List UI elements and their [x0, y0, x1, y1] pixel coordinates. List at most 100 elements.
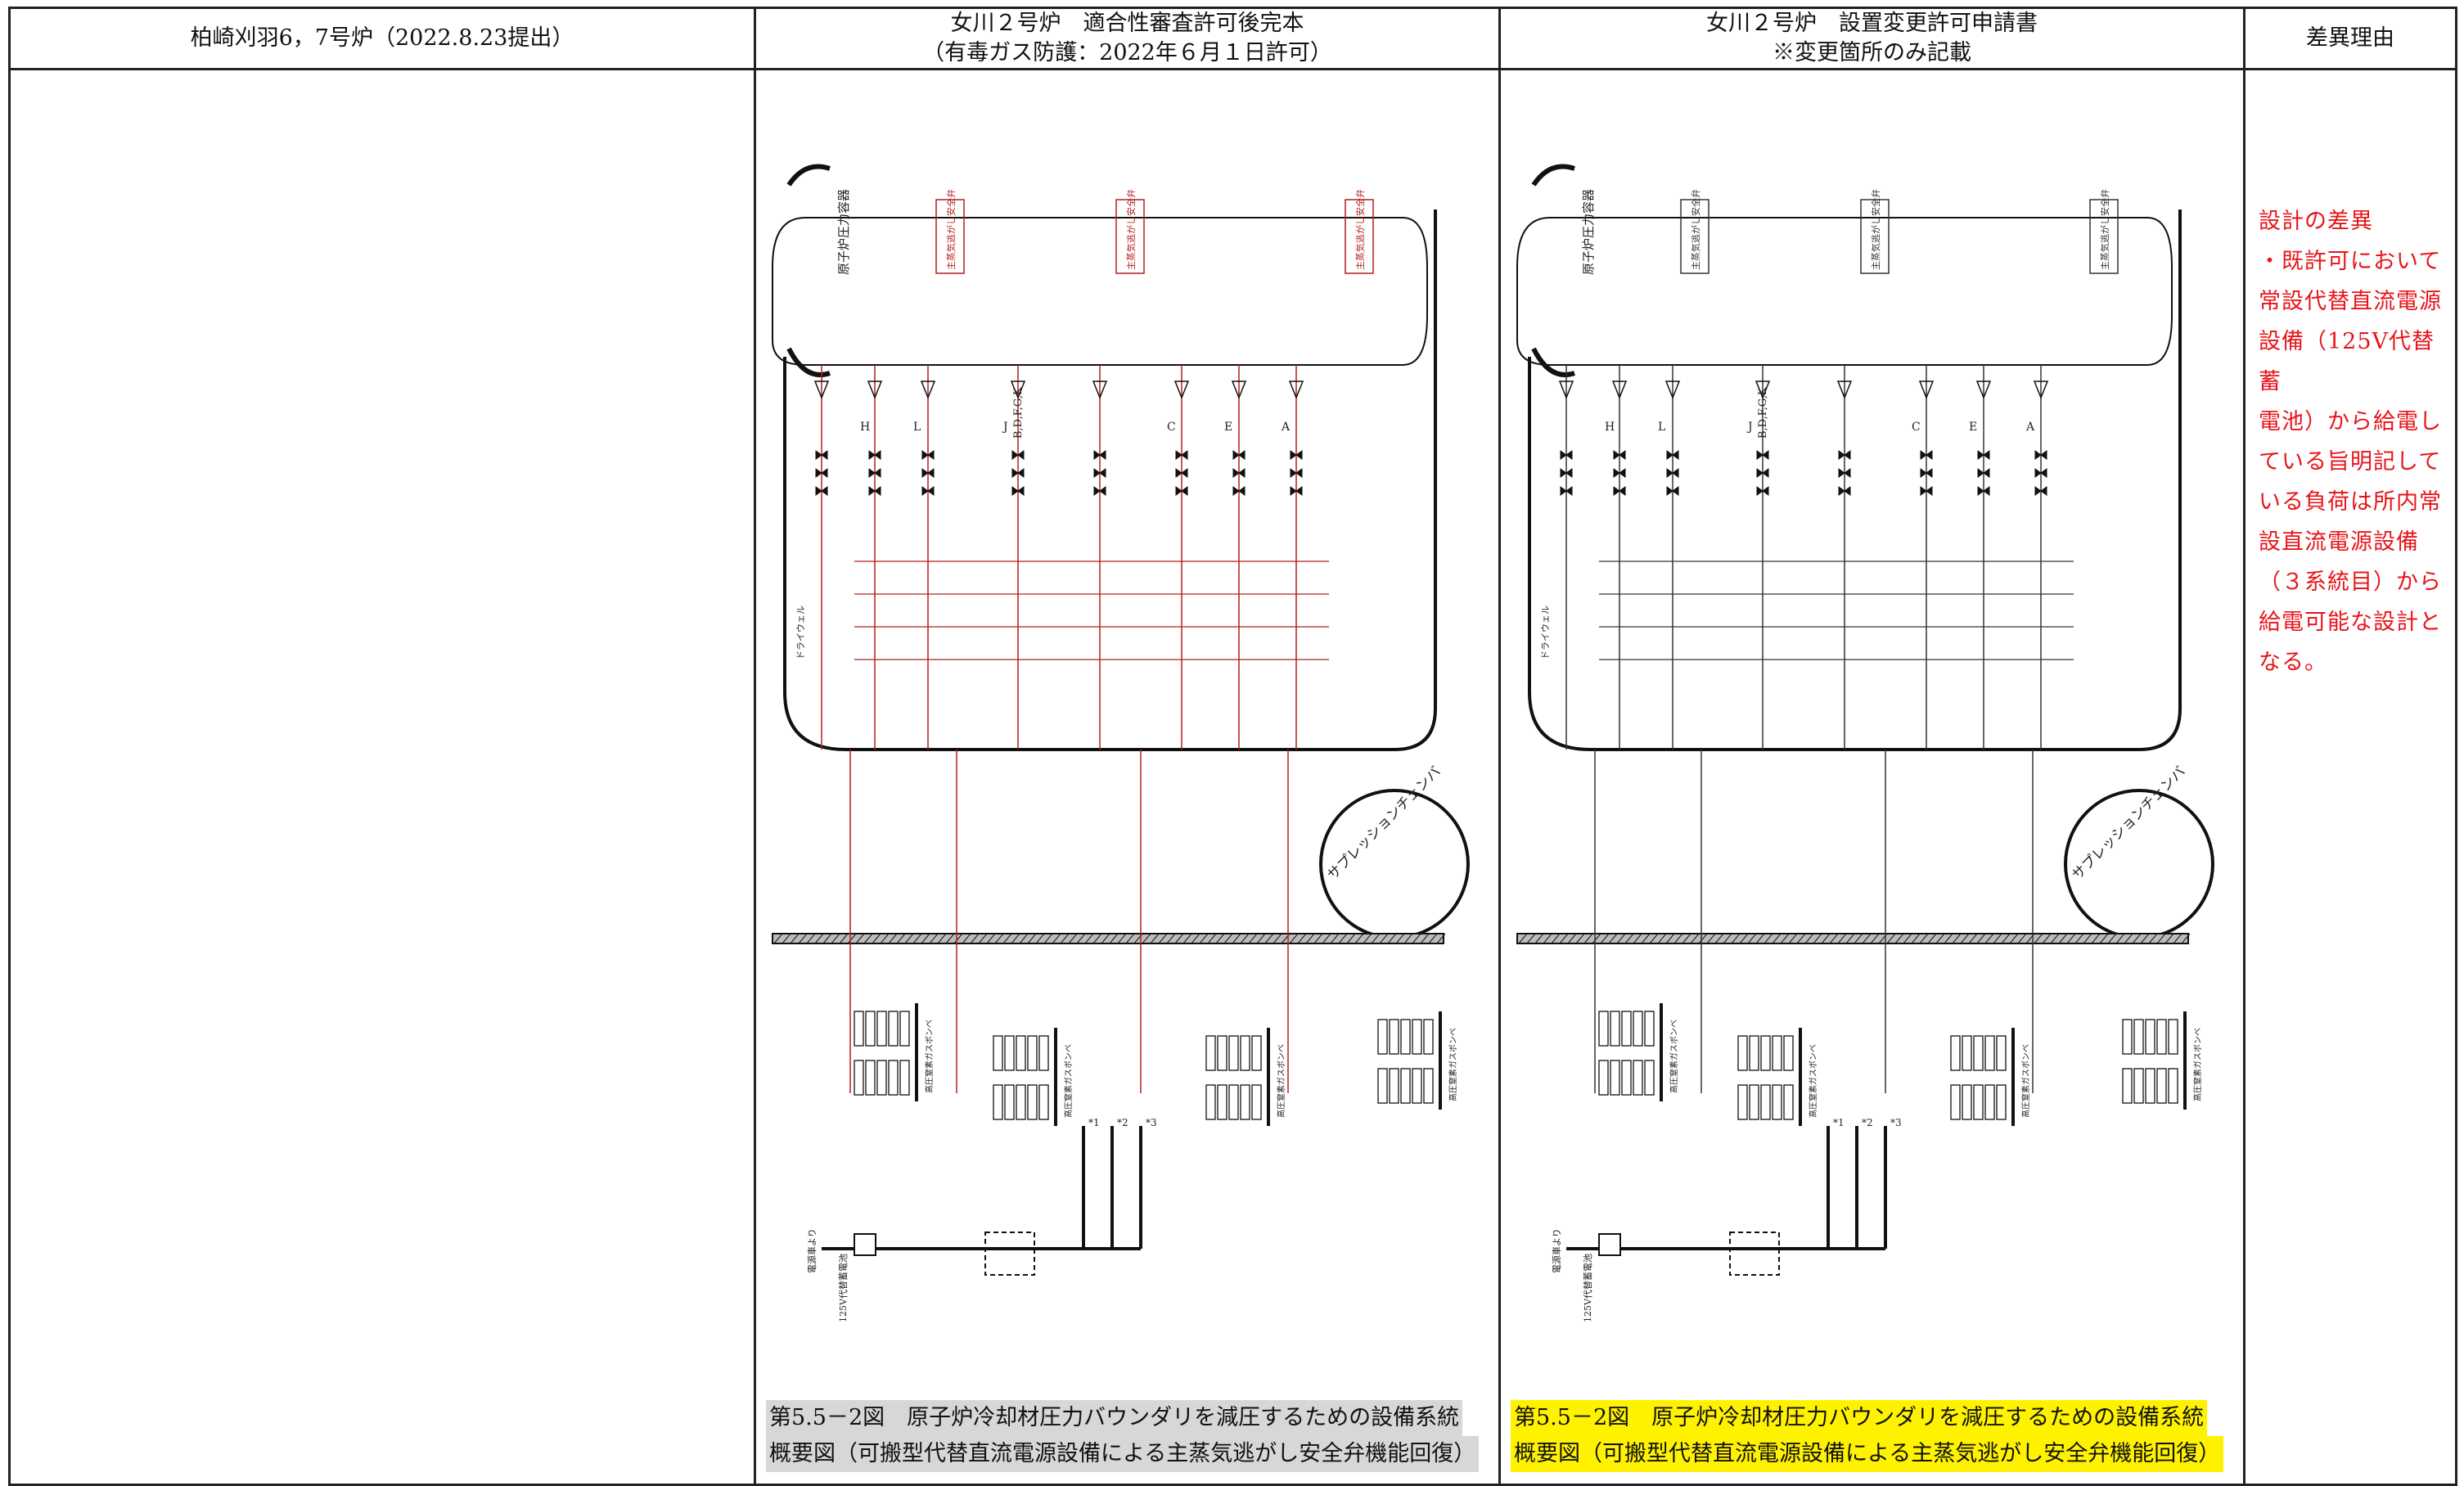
floor-hatch	[1854, 933, 1863, 944]
gas-bottle-2	[1996, 1035, 2007, 1071]
floor-hatch	[1960, 933, 1970, 944]
solenoid-valve-2-2	[921, 486, 935, 496]
srv-label-0: 主蒸気逃がし安全弁	[1690, 189, 1701, 270]
srv-symbol-2	[920, 381, 936, 400]
gas-bottle-0	[1621, 1011, 1632, 1047]
gas-bottle-3	[1400, 1019, 1411, 1055]
floor-hatch	[1166, 933, 1176, 944]
floor-hatch	[1182, 933, 1192, 944]
solenoid-valve-3-0	[1756, 450, 1769, 460]
train-letter-J: J	[1746, 421, 1753, 434]
train-letter-H: H	[860, 421, 870, 434]
vessel-flange	[1531, 164, 1575, 377]
floor-hatch	[945, 933, 955, 944]
gas-bottle-3	[2168, 1068, 2178, 1104]
floor-hatch	[1240, 933, 1250, 944]
gas-bottle-label-1: 高圧窒素ガスボンベ	[1808, 1044, 1818, 1118]
floor-hatch	[937, 933, 947, 944]
floor-hatch	[1158, 933, 1168, 944]
floor-hatch	[2181, 933, 2191, 944]
floor-hatch	[790, 933, 800, 944]
floor-hatch	[1714, 933, 1724, 944]
gas-bottle-3	[2156, 1019, 2167, 1055]
srv-box-1	[1115, 199, 1145, 274]
floor-hatch	[1764, 933, 1773, 944]
header-onagawa-approved-subtitle: （有毒ガス防護：2022年６月１日許可）	[922, 40, 1332, 65]
gas-bottle-label-2: 高圧窒素ガスボンベ	[1276, 1044, 1286, 1118]
floor-hatch	[1338, 933, 1348, 944]
solenoid-valve-3-2	[1011, 486, 1025, 496]
floor-hatch	[1420, 933, 1430, 944]
header-reason-title: 差異理由	[2306, 25, 2394, 51]
caption-application-line2: 概要図（可搬型代替直流電源設備による主蒸気逃がし安全弁機能回復）	[1511, 1436, 2224, 1472]
solenoid-valve-4-2	[1093, 486, 1106, 496]
srv-label-2: 主蒸気逃がし安全弁	[1354, 189, 1366, 270]
vessel-flange	[786, 164, 831, 377]
gas-bottle-3	[1389, 1068, 1399, 1104]
floor-hatch	[1027, 933, 1037, 944]
floor-hatch	[1101, 933, 1110, 944]
gas-bottle-1	[1760, 1035, 1771, 1071]
floor-hatch	[970, 933, 980, 944]
gas-bottle-label-3: 高圧窒素ガスボンベ	[2192, 1028, 2203, 1101]
srv-symbol-6	[1975, 381, 1992, 400]
train-letter-A: A	[2025, 421, 2035, 434]
battery-box	[1598, 1233, 1621, 1256]
floor-hatch	[986, 933, 996, 944]
gas-bottle-label-0: 高圧窒素ガスボンベ	[1669, 1020, 1679, 1093]
floor-hatch	[1256, 933, 1266, 944]
srv-label-0: 主蒸気逃がし安全弁	[945, 189, 957, 270]
floor-hatch	[831, 933, 840, 944]
train-letter-C: C	[1912, 421, 1921, 434]
solenoid-valve-3-1	[1011, 468, 1025, 478]
floor-hatch	[1862, 933, 1872, 944]
floor-hatch	[2115, 933, 2125, 944]
floor-hatch	[2017, 933, 2027, 944]
solenoid-valve-7-1	[1290, 468, 1303, 478]
floor-hatch	[1142, 933, 1151, 944]
floor-hatch	[1117, 933, 1127, 944]
floor-hatch	[1665, 933, 1675, 944]
floor-hatch	[1354, 933, 1364, 944]
reactor-vessel	[1516, 217, 2173, 366]
gas-bottle-0	[888, 1011, 899, 1047]
solenoid-valve-1-0	[1613, 450, 1626, 460]
header-onagawa-approved-title: 女川２号炉 適合性審査許可後完本	[950, 11, 1304, 36]
floor-hatch	[1052, 933, 1061, 944]
floor-hatch	[1379, 933, 1389, 944]
floor-hatch	[1829, 933, 1839, 944]
gas-bottle-2	[1240, 1084, 1250, 1120]
floor-hatch	[1731, 933, 1741, 944]
gas-bottle-0	[899, 1011, 910, 1047]
floor-hatch	[2148, 933, 2158, 944]
reason-text: 設計の差異 ・既許可において 常設代替直流電源 設備（125V代替蓄 電池）から…	[2259, 209, 2442, 675]
gas-bottle-3	[1412, 1019, 1422, 1055]
gas-bottle-0	[1598, 1011, 1609, 1047]
floor-hatch	[1248, 933, 1258, 944]
gas-bottle-1	[1783, 1035, 1794, 1071]
solenoid-valve-0-0	[1560, 450, 1573, 460]
floor-hatch	[1911, 933, 1921, 944]
srv-symbol-1	[867, 381, 883, 400]
reactor-label: 原子炉圧力容器	[836, 189, 851, 275]
solenoid-valve-2-0	[921, 450, 935, 460]
gas-bottle-0	[1598, 1060, 1609, 1096]
onagawa-application-cell: 原子炉圧力容器主蒸気逃がし安全弁主蒸気逃がし安全弁主蒸気逃がし安全弁ドライウェル…	[1498, 68, 2246, 1486]
gas-bottle-0	[1610, 1060, 1620, 1096]
power-mark-2: *3	[1146, 1117, 1157, 1128]
floor-hatch	[1673, 933, 1683, 944]
floor-hatch	[1436, 933, 1446, 944]
floor-hatch	[1403, 933, 1413, 944]
gas-bottle-label-3: 高圧窒素ガスボンベ	[1448, 1028, 1458, 1101]
floor-hatch	[806, 933, 816, 944]
floor-hatch	[1371, 933, 1381, 944]
solenoid-valve-4-1	[1838, 468, 1851, 478]
srv-symbol-2	[1664, 381, 1681, 400]
gas-bottle-1	[1760, 1084, 1771, 1120]
gas-bottle-label-1: 高圧窒素ガスボンベ	[1063, 1044, 1074, 1118]
solenoid-valve-5-2	[1920, 486, 1933, 496]
train-letter-C: C	[1167, 421, 1176, 434]
gas-bottle-3	[1412, 1068, 1422, 1104]
floor-hatch	[1624, 933, 1634, 944]
